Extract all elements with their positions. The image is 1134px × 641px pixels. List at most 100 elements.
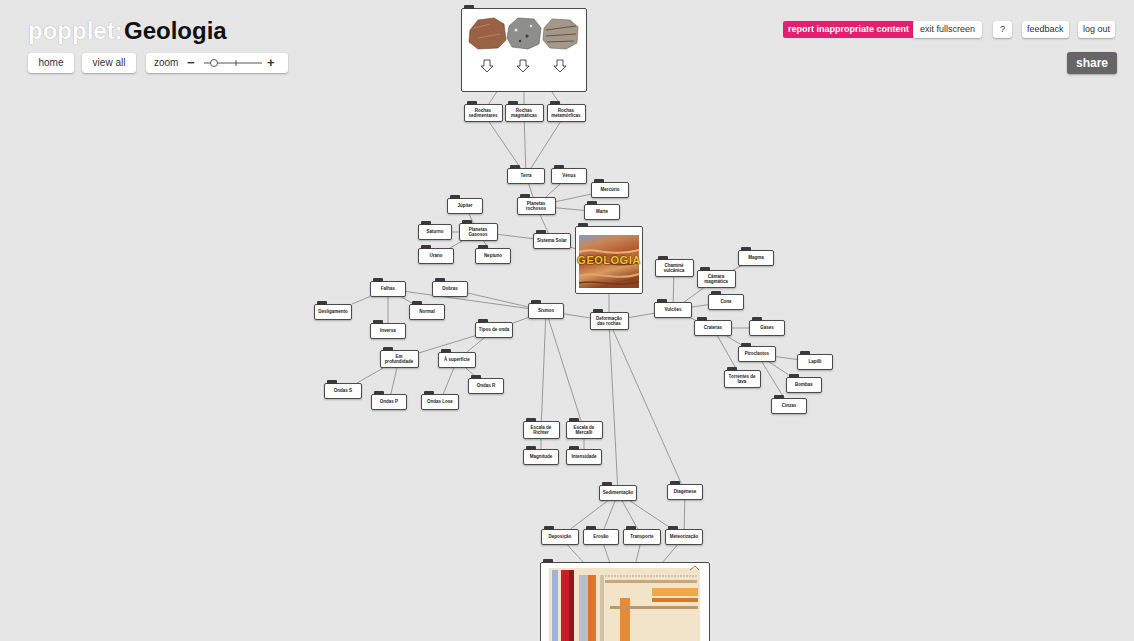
- popple-text: Câmara magmática: [700, 274, 733, 284]
- popple-box: Terra: [507, 168, 545, 184]
- popple-box: Sistema Solar: [533, 233, 571, 249]
- popple-text: À superfície: [444, 357, 470, 362]
- connector-line: [467, 338, 484, 352]
- popple-tab: [569, 446, 579, 450]
- popple-text: Ondas R: [477, 383, 496, 388]
- connector-line: [452, 232, 459, 233]
- popple-box: Câmara magmática: [697, 270, 736, 288]
- popple-text: Crateras: [704, 325, 722, 330]
- popple-tab: [586, 526, 596, 530]
- popple-text: Em profundidade: [383, 354, 416, 364]
- popple-tab: [373, 278, 383, 282]
- popple-tab: [711, 291, 721, 295]
- popple-box: Transporte: [623, 529, 661, 545]
- popple-box: Ondas R: [468, 378, 504, 394]
- popple-box: Em profundidade: [380, 350, 419, 368]
- picture-caption: GEOLOGIA: [577, 254, 640, 267]
- popple-tab: [578, 223, 588, 227]
- popple-tab: [412, 301, 422, 305]
- connector-line: [357, 368, 383, 383]
- popple-tab: [317, 301, 327, 305]
- popple-box: Cone: [708, 294, 744, 310]
- connector-line: [604, 501, 615, 529]
- popple-text: Rochas magmáticas: [508, 108, 541, 118]
- popple-tab: [467, 101, 477, 105]
- connector-line: [546, 184, 560, 197]
- connector-line: [718, 336, 737, 370]
- popple-text: Erosão: [593, 534, 608, 539]
- popple-text: Deposição: [549, 534, 572, 539]
- popple-text: Magma: [748, 255, 764, 260]
- popple-tab: [544, 526, 554, 530]
- connector-line: [531, 122, 560, 168]
- toolbar-button: feedback: [1022, 21, 1069, 38]
- popple-text: Escala de Richter: [526, 425, 557, 435]
- popple-tab: [670, 481, 680, 485]
- connector-line: [524, 122, 525, 168]
- popple-box: Normal: [409, 304, 445, 320]
- connector-line: [609, 294, 610, 312]
- popple-tab: [752, 317, 762, 321]
- popple-box: Intensidade: [566, 449, 602, 465]
- popple-box: Torrentes de lava: [724, 370, 761, 388]
- popple-text: Cone: [720, 299, 731, 304]
- connector-line: [571, 501, 608, 529]
- popple-text: Diagénese: [674, 489, 697, 494]
- connector-line: [684, 500, 686, 529]
- connector-line: [391, 368, 397, 394]
- popple-tab: [727, 367, 737, 371]
- connector-line: [692, 305, 708, 307]
- popple-box: Bombas: [786, 377, 822, 393]
- popple-text: Piroclastos: [745, 351, 769, 356]
- popple-text: Torrentes de lava: [727, 374, 758, 384]
- popple-box: Magnitude: [523, 449, 559, 465]
- popple-text: Desligamento: [318, 309, 348, 314]
- popple-tab: [554, 165, 564, 169]
- popple-text: Urano: [429, 253, 442, 258]
- popple-text: Neptuno: [484, 253, 502, 258]
- popple-box: Ondas S: [324, 383, 362, 399]
- popple-box: Inversa: [370, 323, 406, 339]
- connector-line: [419, 336, 476, 353]
- popple-box: Tipos de onda: [475, 322, 513, 338]
- popple-box: Erosão: [583, 529, 619, 545]
- zoom-label: zoom: [154, 53, 178, 73]
- popple-tab: [531, 300, 541, 304]
- connector-line: [541, 319, 545, 421]
- connector-line: [468, 293, 528, 307]
- popple-text: Sedimentação: [603, 490, 634, 495]
- popple-box: Gases: [749, 320, 785, 336]
- popple-text: Sistema Solar: [537, 238, 567, 243]
- page-title: Geologia: [124, 16, 227, 46]
- connector-line: [732, 328, 749, 329]
- popple-text: Marte: [596, 209, 608, 214]
- popple-box: Diagénese: [667, 484, 703, 500]
- zoom-in-button: +: [267, 53, 275, 73]
- popple-tab: [800, 351, 810, 355]
- popple-box: Chaminé vulcânica: [655, 259, 694, 277]
- popple-tab: [602, 482, 612, 486]
- popple-tab: [658, 256, 668, 260]
- popple-box: Planetas rochosos: [517, 197, 556, 215]
- connector-line: [762, 362, 784, 398]
- popple-text: Saturno: [426, 229, 443, 234]
- popple-tab: [593, 309, 603, 313]
- popple-tab: [626, 526, 636, 530]
- popple-tab: [478, 245, 488, 249]
- popple-box: Rochas magmáticas: [505, 104, 544, 122]
- popple-box: Ondas P: [371, 394, 407, 410]
- popple-text: Lapilli: [808, 359, 821, 364]
- popple-text: Terra: [521, 173, 532, 178]
- toolbar-button: log out: [1078, 21, 1115, 38]
- popple-text: Ondas S: [334, 388, 352, 393]
- popple-text: Falhas: [381, 286, 395, 291]
- app-logo: popplet:: [28, 16, 123, 46]
- popple-text: Júpiter: [457, 203, 472, 208]
- popple-text: Planetas Gasosos: [462, 227, 495, 237]
- connector-line: [443, 368, 454, 394]
- popple-tab: [421, 221, 431, 225]
- popple-tab: [510, 165, 520, 169]
- popple-box: Vénus: [551, 168, 587, 184]
- popple-box: Rochas sedimentares: [464, 104, 503, 122]
- sedimentation-picture: [540, 562, 710, 641]
